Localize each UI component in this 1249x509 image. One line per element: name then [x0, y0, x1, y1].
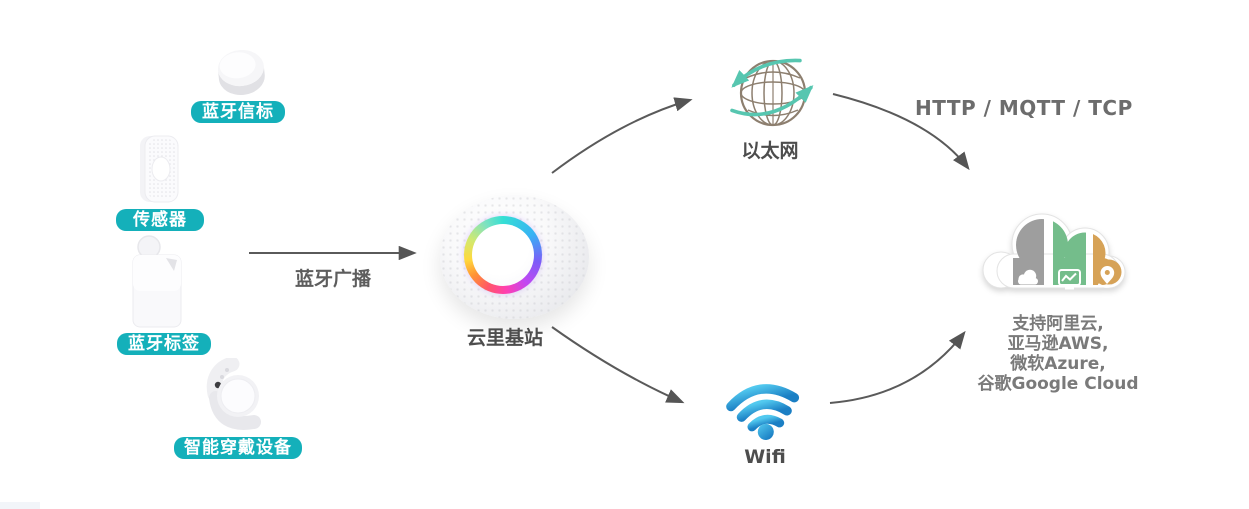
- bluetooth-broadcast-label: 蓝牙广播: [294, 268, 371, 290]
- gateway-label: 云里基站: [466, 327, 543, 349]
- protocol-label: HTTP / MQTT / TCP: [915, 96, 1133, 120]
- ethernet-globe-icon: [730, 58, 814, 127]
- smart-wearable-image: [206, 358, 261, 430]
- wifi-icon: [726, 384, 800, 440]
- badge-bluetooth-tag: 蓝牙标签: [117, 333, 211, 355]
- location-pin-glyph: [1098, 265, 1117, 288]
- cloud-support-line: 谷歌Google Cloud: [977, 374, 1139, 394]
- ethernet-label: 以太网: [741, 140, 799, 162]
- cloud-support-line: 支持阿里云,: [1012, 314, 1104, 334]
- arrow-gateway-to-wifi: [551, 326, 685, 404]
- arrow-gateway-to-ethernet: [551, 97, 693, 174]
- gateway-device-image: [440, 195, 589, 319]
- wifi-label: Wifi: [744, 446, 786, 468]
- bluetooth-beacon-image: [217, 49, 265, 95]
- corner-strip: [0, 502, 40, 509]
- badge-bluetooth-beacon: 蓝牙信标: [191, 101, 285, 123]
- bluetooth-tag-image: [132, 235, 182, 328]
- gateway-led-ring: [464, 216, 542, 294]
- cloud-support-line: 亚马逊AWS,: [1007, 334, 1109, 354]
- cloud-support-line: 微软Azure,: [1010, 354, 1106, 374]
- arrow-wifi-to-cloud: [829, 330, 966, 404]
- sensor-image: [140, 135, 179, 203]
- badge-smart-wearable: 智能穿戴设备: [174, 437, 302, 459]
- cloud-support-text: 支持阿里云, 亚马逊AWS, 微软Azure, 谷歌Google Cloud: [970, 314, 1146, 394]
- chart-glyph: [1058, 269, 1081, 290]
- cloud-platform-icon: [982, 213, 1126, 290]
- mini-cloud-glyph: [1018, 269, 1038, 285]
- badge-sensor: 传感器: [116, 209, 204, 231]
